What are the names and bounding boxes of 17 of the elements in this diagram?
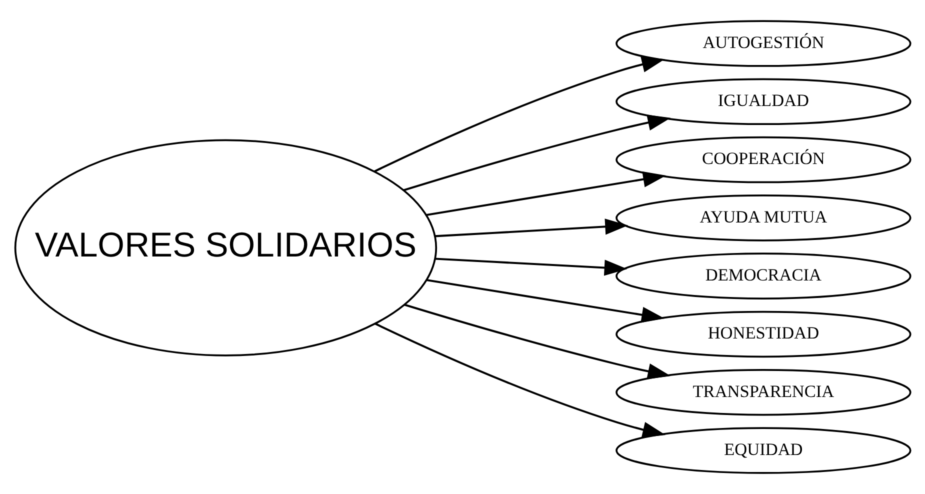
node-ellipse: TRANSPARENCIA — [615, 368, 911, 416]
arrow — [426, 278, 664, 323]
arrow — [374, 322, 666, 438]
arrow — [426, 171, 666, 216]
arrow — [434, 218, 628, 238]
node-ellipse: HONESTIDAD — [615, 310, 911, 358]
node-ellipse: DEMOCRACIA — [615, 252, 911, 300]
node-ellipse: IGUALDAD — [615, 78, 911, 126]
node-ellipse: EQUIDAD — [615, 427, 911, 474]
node-ellipse: COOPERACIÓN — [615, 136, 911, 184]
arrow — [434, 258, 627, 276]
arrow — [404, 304, 670, 380]
node-ellipse: AYUDA MUTUA — [615, 194, 911, 242]
node-ellipse: VALORES SOLIDARIOS — [14, 139, 437, 356]
arrow — [373, 56, 664, 172]
node-ellipse: AUTOGESTIÓN — [615, 20, 911, 67]
arrow — [402, 114, 670, 192]
